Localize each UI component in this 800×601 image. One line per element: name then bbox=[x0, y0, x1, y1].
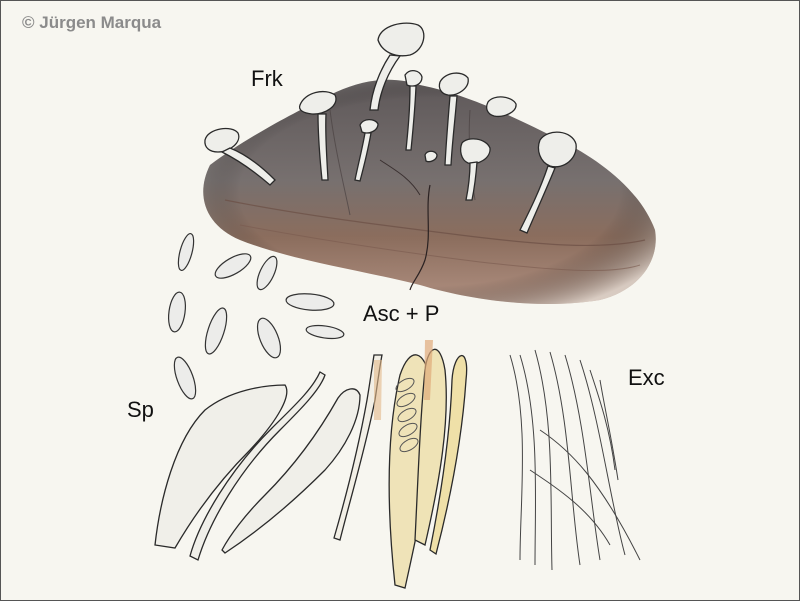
substrate-wood bbox=[203, 79, 656, 305]
label-excipulum: Exc bbox=[628, 365, 665, 390]
spores bbox=[168, 232, 345, 400]
label-spores: Sp bbox=[127, 397, 154, 422]
ascospores-in-ascus bbox=[395, 377, 419, 453]
excipulum-hyphae bbox=[509, 349, 641, 571]
copyright-notice: © Jürgen Marqua bbox=[22, 13, 162, 32]
fruitbodies bbox=[204, 22, 577, 234]
label-fruitbodies: Frk bbox=[251, 66, 283, 91]
asci-and-paraphyses bbox=[154, 340, 468, 589]
label-asci-paraphyses: Asc + P bbox=[363, 301, 440, 326]
